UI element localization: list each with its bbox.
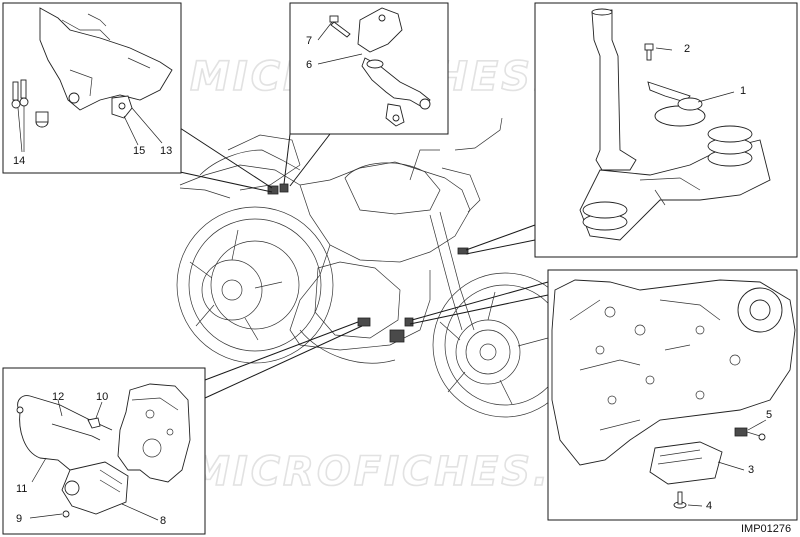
latch-icon — [111, 95, 133, 119]
detail-box-engine: 5 3 4 — [547, 269, 798, 521]
horn-icon — [647, 81, 706, 127]
screw-icon — [673, 491, 687, 509]
callout-12: 12 — [52, 391, 64, 403]
actuator-icon — [61, 461, 129, 515]
callout-15: 15 — [133, 145, 145, 157]
callout-11: 11 — [16, 483, 27, 495]
detail-box-tail-lock: 14 15 13 — [2, 2, 182, 174]
callout-9: 9 — [16, 513, 22, 525]
callout-1: 1 — [740, 85, 746, 97]
motorcycle-illustration — [176, 117, 578, 418]
clip-icon — [87, 417, 101, 429]
lock-cylinder-icon — [35, 111, 49, 128]
callout-14: 14 — [13, 155, 25, 167]
screw-icon — [62, 510, 70, 518]
callout-5: 5 — [766, 409, 772, 421]
rear-wheel — [176, 206, 334, 364]
callout-13: 13 — [160, 145, 172, 157]
callout-8: 8 — [160, 515, 166, 527]
control-module-icon — [649, 441, 723, 485]
leader-lines — [179, 127, 549, 399]
callout-3: 3 — [748, 464, 754, 476]
sensor-icon — [734, 427, 766, 441]
callout-10: 10 — [96, 391, 108, 403]
screw-icon — [644, 43, 654, 61]
callout-6: 6 — [306, 59, 312, 71]
front-wheel — [432, 272, 578, 418]
detail-box-bracket: 7 6 — [289, 2, 449, 135]
bolt-icon — [329, 15, 351, 38]
callout-4: 4 — [706, 500, 712, 512]
callout-7: 7 — [306, 35, 312, 47]
callout-2: 2 — [684, 43, 690, 55]
diagram-code: IMP01276 — [741, 523, 791, 535]
detail-box-actuator: 12 10 11 9 8 — [2, 367, 206, 535]
detail-box-horn: 2 1 — [534, 2, 798, 258]
